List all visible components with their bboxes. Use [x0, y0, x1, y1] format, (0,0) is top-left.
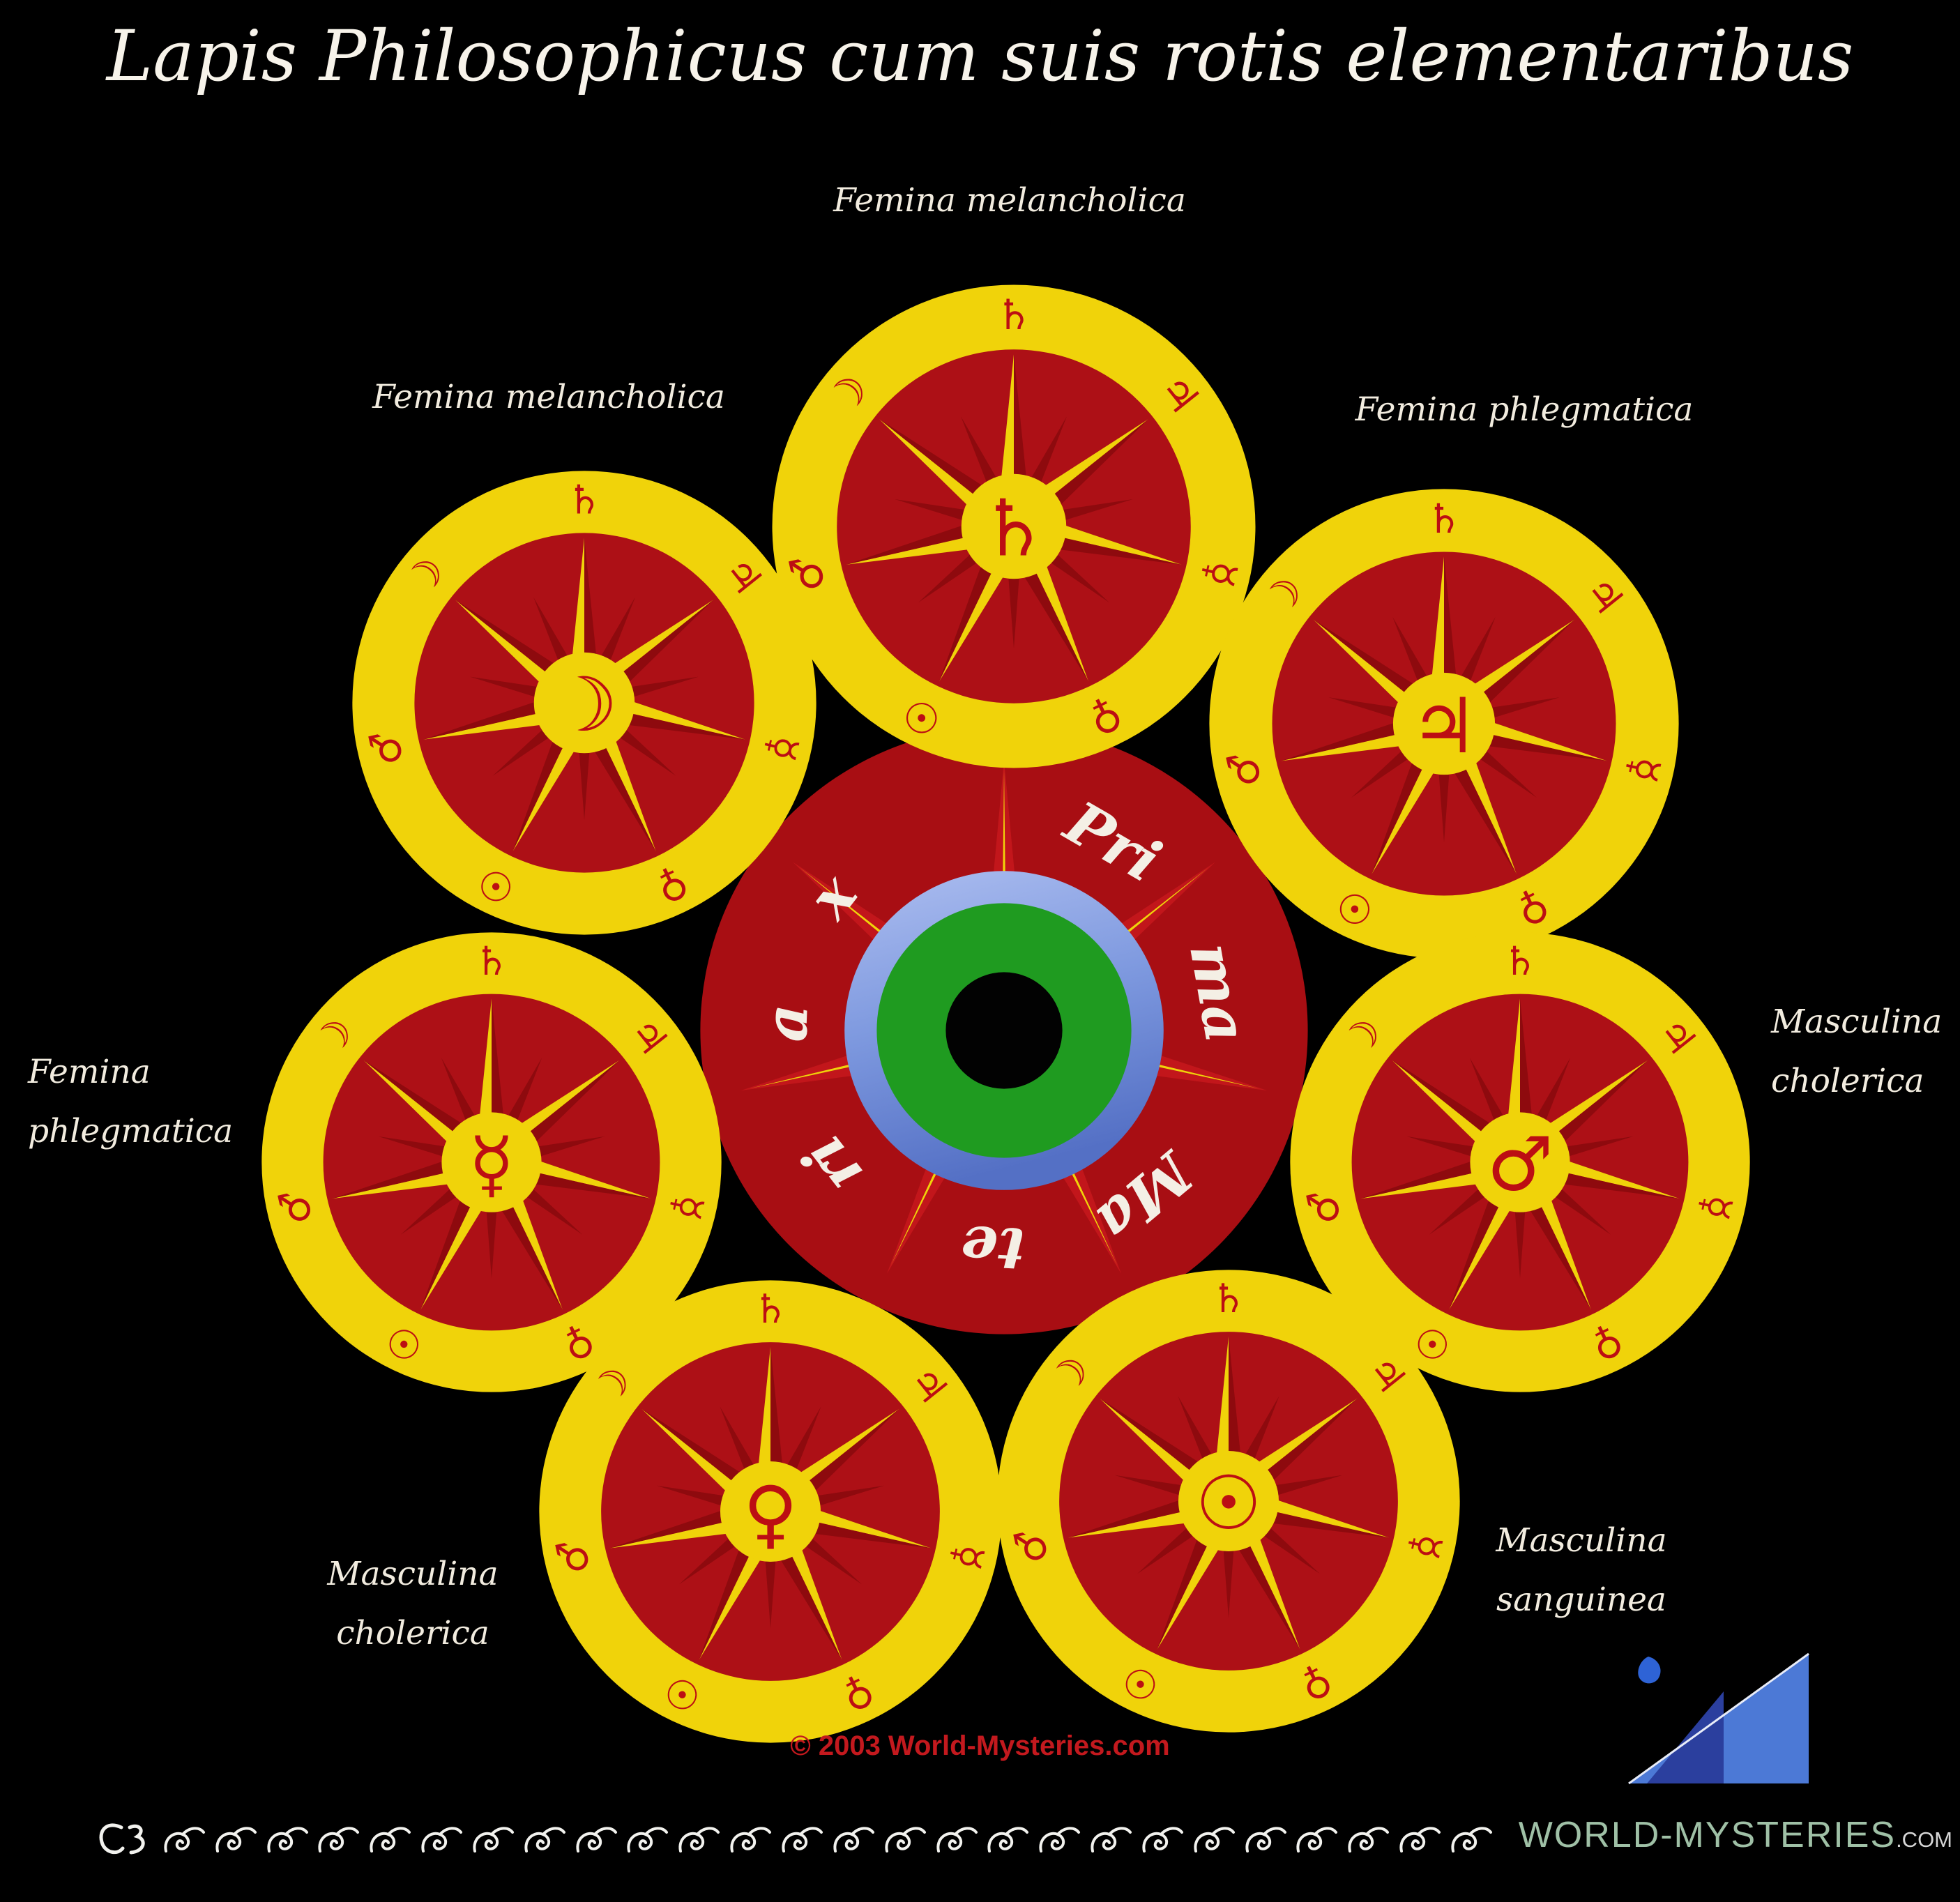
logo-inner-triangle	[1647, 1691, 1724, 1783]
ornament-swirl-icon	[833, 1827, 874, 1852]
rim-symbol: ♄	[995, 291, 1032, 340]
sun-icon: ☉	[1195, 1460, 1262, 1547]
ornament-swirl-icon	[1039, 1827, 1081, 1852]
ornament-swirl-icon	[370, 1827, 411, 1852]
ornament-swirl-icon	[678, 1827, 720, 1852]
ornament-swirl-icon	[987, 1827, 1029, 1852]
ornament-swirl-icon	[1451, 1827, 1492, 1852]
prima-materia-text: a	[752, 1003, 821, 1043]
logo-sail-icon	[1628, 1652, 1809, 1785]
ornament-swirl-icon	[1142, 1827, 1183, 1852]
rim-symbol: ♄	[1210, 1276, 1246, 1322]
rim-symbol: ♄	[1503, 938, 1538, 984]
ornament-swirl-icon	[1399, 1827, 1441, 1852]
ornament-swirl-icon	[215, 1827, 257, 1852]
prima-materia-text: te	[959, 1212, 1026, 1284]
ornament-swirl-icon	[266, 1827, 308, 1852]
ornament-swirl-icon	[1348, 1827, 1390, 1852]
temperament-label: Femina melancholica	[372, 378, 725, 416]
saturn-icon: ♄	[979, 484, 1049, 575]
rim-symbol: ♄	[1426, 495, 1462, 542]
wheel-moon: ♄♃☿♀☉♂☽☽	[352, 471, 816, 935]
logo-brand-text: WORLD-MYSTERIES	[1518, 1815, 1897, 1855]
rim-symbol: ♄	[752, 1286, 788, 1332]
ornament-swirl-icon	[936, 1827, 978, 1852]
mercury-icon: ☿	[469, 1121, 514, 1208]
wheel-sun: ♄♃☿♀☉♂☽☉	[997, 1270, 1460, 1733]
footer-ornament-border	[96, 1818, 1494, 1862]
ornament-swirl-icon	[782, 1827, 823, 1852]
wheel-mercury: ♄♃☿♀☉♂☽☿	[261, 932, 722, 1392]
copyright-text: © 2003 World-Mysteries.com	[790, 1730, 1170, 1761]
ornament-lead-icon	[99, 1823, 145, 1855]
ornament-swirl-icon	[730, 1827, 772, 1852]
jupiter-icon: ♃	[1410, 682, 1478, 770]
ornament-swirl-icon	[627, 1827, 669, 1852]
ornament-swirl-icon	[575, 1827, 617, 1852]
ornament-swirl-icon	[885, 1827, 926, 1852]
wheel-venus: ♄♃☿♀☉♂☽♀	[539, 1280, 1002, 1743]
wheel-saturn: ♄♃☿♀☉♂☽♄	[772, 284, 1256, 768]
logo-tld-text: .COM	[1896, 1827, 1952, 1852]
ornament-swirl-icon	[1296, 1827, 1338, 1852]
mars-icon: ♂	[1487, 1121, 1553, 1208]
logo-drop-icon	[1638, 1657, 1661, 1684]
temperament-label: Femina melancholica	[833, 181, 1186, 220]
venus-icon: ♀	[743, 1470, 798, 1558]
site-logo: WORLD-MYSTERIES.COM	[1519, 1814, 1952, 1856]
rim-symbol: ♄	[474, 938, 510, 984]
ornament-swirl-icon	[318, 1827, 360, 1852]
ornament-swirl-icon	[473, 1827, 514, 1852]
ornament-swirl-icon	[421, 1827, 463, 1852]
ornament-swirl-icon	[1194, 1827, 1235, 1852]
wheel-jupiter: ♄♃☿♀☉♂☽♃	[1209, 489, 1679, 959]
temperament-label: Femina phlegmatica	[1355, 390, 1694, 429]
ornament-swirl-icon	[1245, 1827, 1286, 1852]
rim-symbol: ♄	[566, 477, 602, 523]
ornament-swirl-icon	[1091, 1827, 1132, 1852]
moon-icon: ☽	[551, 662, 618, 749]
ornament-swirl-icon	[524, 1827, 565, 1852]
page-title: Lapis Philosophicus cum suis rotis eleme…	[106, 15, 1854, 97]
ornament-swirl-icon	[164, 1827, 205, 1852]
logo-edge-line	[1628, 1652, 1809, 1785]
wheel-mars: ♄♃☿♀☉♂☽♂	[1290, 932, 1750, 1392]
prima-materia-text: ma	[1176, 938, 1261, 1047]
